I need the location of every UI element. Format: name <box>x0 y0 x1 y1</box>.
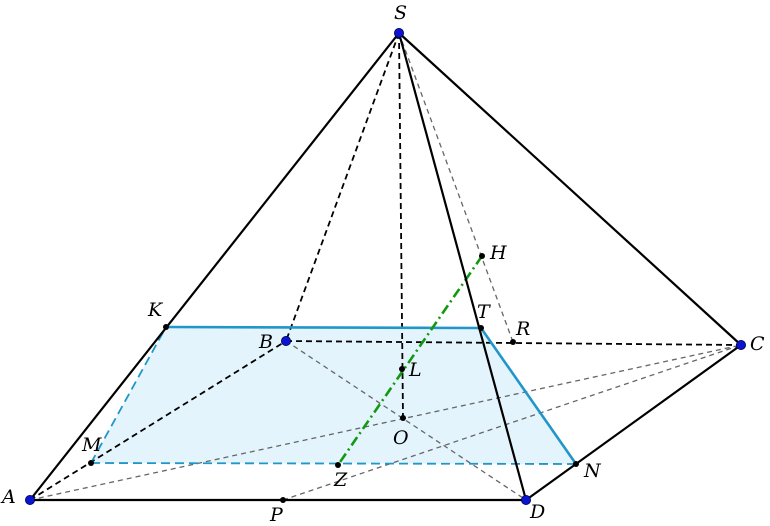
auxiliary-lines <box>29 32 742 501</box>
height-so <box>398 32 404 419</box>
label-d: D <box>529 501 545 523</box>
label-o: O <box>393 427 409 449</box>
visible-edges <box>28 31 743 502</box>
point-z <box>335 462 341 468</box>
edge-sa <box>28 31 401 502</box>
edge-dc <box>524 343 743 502</box>
edge-sd <box>397 31 528 502</box>
label-h: H <box>489 242 507 264</box>
edge-sb <box>285 32 400 342</box>
label-b: B <box>258 331 273 353</box>
point-l <box>399 366 405 372</box>
label-z: Z <box>333 469 348 491</box>
section-plane-fill <box>91 327 576 464</box>
section-visible-edges <box>165 325 578 465</box>
green-line-hz <box>336 255 484 466</box>
point-m <box>88 460 94 466</box>
edge-bc <box>285 340 742 346</box>
label-t: T <box>477 301 491 323</box>
label-n: N <box>583 460 602 482</box>
label-p: P <box>269 504 284 526</box>
label-k: K <box>147 299 164 321</box>
section-edge-mk <box>90 326 167 464</box>
section-hidden-edges <box>90 326 577 465</box>
label-m: M <box>81 434 102 456</box>
point-h <box>479 253 485 259</box>
vertex-a <box>24 494 35 505</box>
diagonal-ac <box>29 344 742 501</box>
edge-sc <box>397 31 743 347</box>
point-n <box>573 461 579 467</box>
vertex-b <box>280 335 291 346</box>
point-o <box>400 415 406 421</box>
section-edge-kt <box>165 325 482 330</box>
line-sr <box>398 32 514 343</box>
vertex-d <box>521 494 532 505</box>
point-p <box>280 497 286 503</box>
label-a: A <box>0 486 16 508</box>
vertex-s <box>393 27 404 38</box>
label-s: S <box>394 2 407 24</box>
points <box>88 253 579 503</box>
hidden-edges <box>29 32 742 501</box>
edge-ab <box>29 340 287 501</box>
vertex-c <box>736 339 747 350</box>
point-t <box>478 325 484 331</box>
section-edge-tn <box>479 327 578 465</box>
point-k <box>163 324 169 330</box>
label-r: R <box>515 318 530 340</box>
label-l: L <box>408 359 422 381</box>
vertices <box>24 27 747 505</box>
point-r <box>510 339 516 345</box>
section-edge-nm <box>90 462 577 465</box>
diagonal-bd <box>285 340 527 501</box>
label-c: C <box>750 333 765 355</box>
